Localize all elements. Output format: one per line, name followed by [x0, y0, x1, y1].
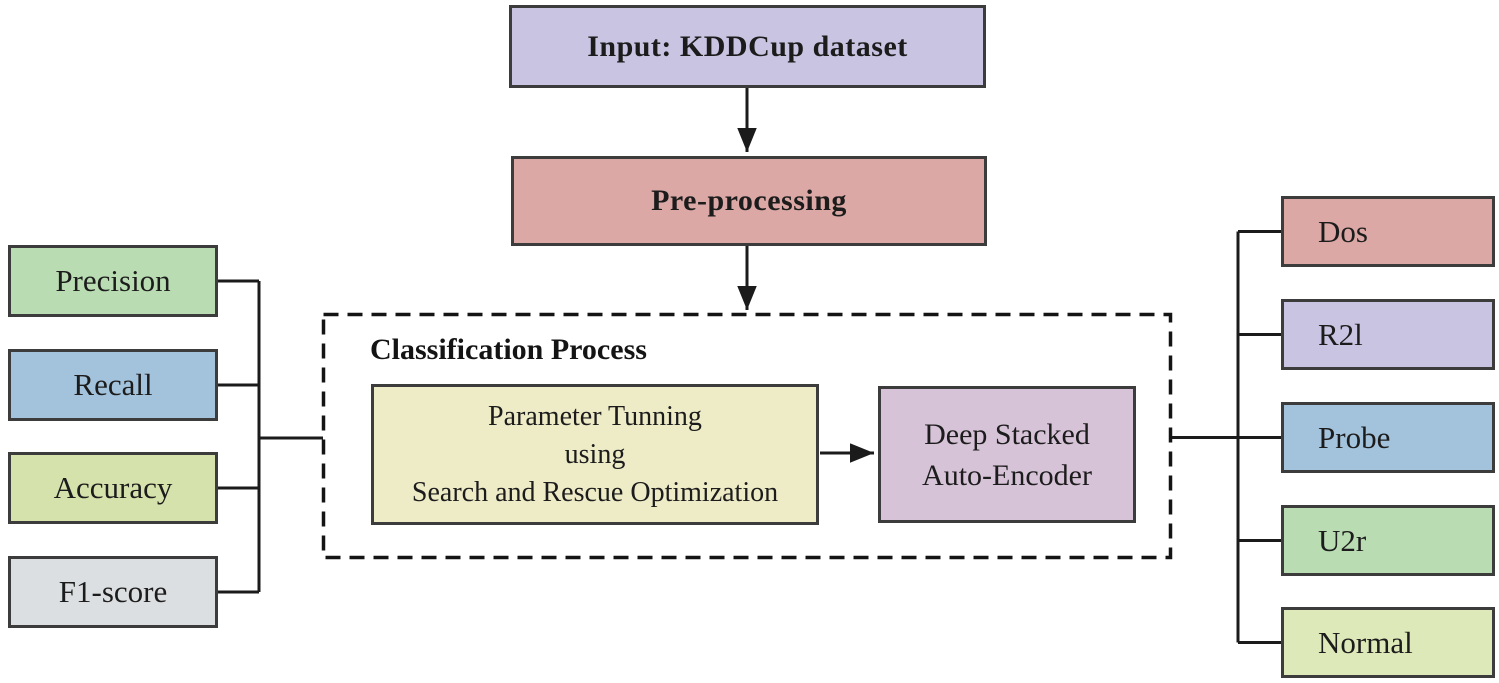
metric-f1-score: F1-score	[8, 556, 218, 628]
parameter-tuning-line3: Search and Rescue Optimization	[411, 476, 779, 508]
node-input-dataset: Input: KDDCup dataset	[509, 5, 986, 88]
metrics-connector-lines	[218, 279, 323, 594]
autoencoder-line1: Deep Stacked	[924, 417, 1090, 451]
metric-precision: Precision	[8, 245, 218, 317]
parameter-tuning-line2: using	[564, 438, 626, 470]
classes-connector-lines	[1172, 230, 1281, 644]
class-dos: Dos	[1281, 196, 1495, 267]
node-preprocessing: Pre-processing	[511, 156, 987, 246]
node-parameter-tuning: Parameter Tunning using Search and Rescu…	[371, 384, 819, 525]
class-normal: Normal	[1281, 607, 1495, 678]
parameter-tuning-line1: Parameter Tunning	[488, 400, 702, 432]
node-stacked-autoencoder: Deep Stacked Auto-Encoder	[878, 386, 1136, 523]
metric-recall: Recall	[8, 349, 218, 421]
classification-process-title: Classification Process	[370, 333, 647, 366]
metric-accuracy: Accuracy	[8, 452, 218, 524]
autoencoder-line2: Auto-Encoder	[922, 458, 1092, 492]
class-probe: Probe	[1281, 402, 1495, 473]
class-r2l: R2l	[1281, 299, 1495, 370]
class-u2r: U2r	[1281, 505, 1495, 576]
